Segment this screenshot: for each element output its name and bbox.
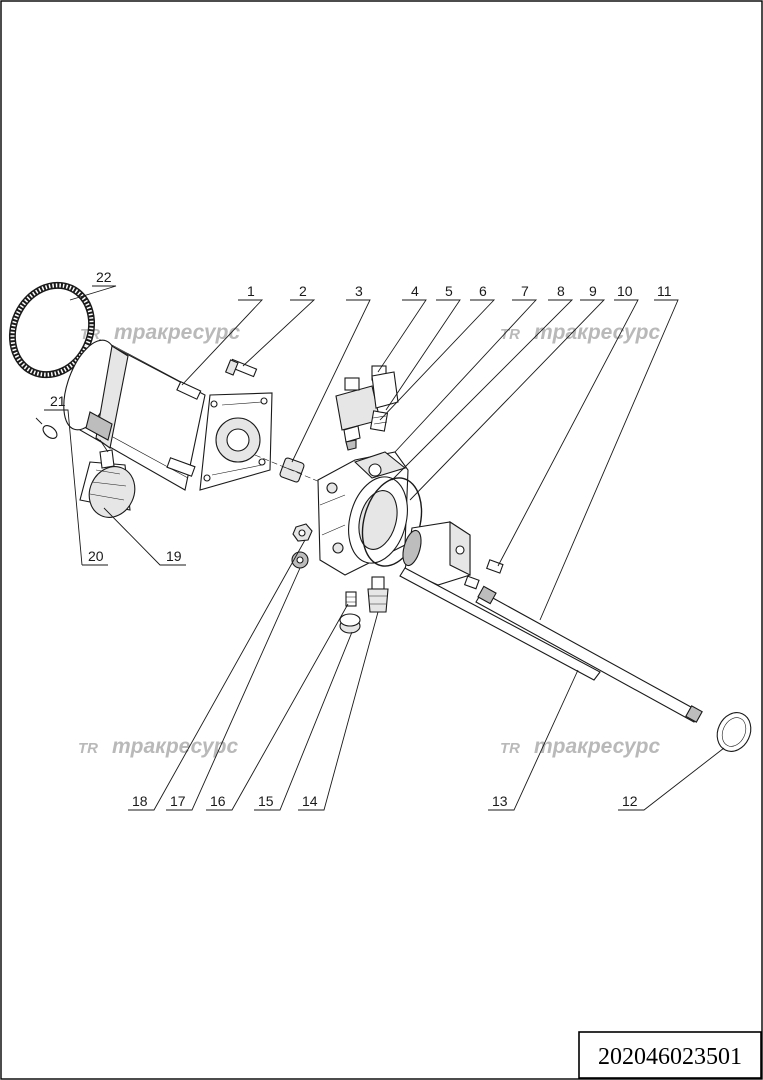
- part-22-clamp-ring: [8, 281, 96, 379]
- drawing-number-box: 202046023501: [578, 1031, 762, 1079]
- callout-17: 17: [170, 793, 186, 809]
- part-2-bolt: [224, 358, 258, 378]
- watermark-bottom-right: TR тракресурс: [500, 735, 660, 758]
- part-17-plug: [291, 551, 309, 569]
- watermark-bottom-left: TR тракресурс: [78, 735, 238, 758]
- svg-text:тракресурс: тракресурс: [112, 735, 238, 758]
- watermark-top-right: TR тракресурс: [500, 321, 660, 344]
- callout-6: 6: [479, 283, 487, 299]
- callout-4: 4: [411, 283, 419, 299]
- callout-13: 13: [492, 793, 508, 809]
- callout-8: 8: [557, 283, 565, 299]
- part-15-plug: [339, 613, 361, 634]
- callout-9: 9: [589, 283, 597, 299]
- callout-11: 11: [657, 283, 672, 299]
- callout-7: 7: [521, 283, 529, 299]
- svg-text:TR: TR: [500, 740, 520, 757]
- part-6-valve-nut: [369, 410, 389, 432]
- callout-18: 18: [132, 793, 148, 809]
- part-3-coupling-sleeve: [279, 457, 305, 483]
- callout-2: 2: [299, 283, 307, 299]
- part-19-relay-bracket: [79, 439, 136, 518]
- part-10-gear-pump: [402, 520, 504, 590]
- part-4-solenoid-valve: [335, 365, 399, 451]
- callout-22: 22: [96, 269, 112, 285]
- svg-text:тракресурс: тракресурс: [114, 321, 240, 344]
- part-11-suction-tube: [475, 585, 703, 723]
- svg-text:TR: TR: [500, 326, 520, 343]
- callout-14: 14: [302, 793, 318, 809]
- leader-lines: [44, 285, 725, 811]
- part-12-filter-disc: [716, 712, 752, 752]
- callout-19: 19: [166, 548, 182, 564]
- part-14-fitting: [367, 576, 389, 613]
- callout-15: 15: [258, 793, 274, 809]
- callout-3: 3: [355, 283, 363, 299]
- callout-5: 5: [445, 283, 453, 299]
- callout-12: 12: [622, 793, 638, 809]
- part-21-connector: [35, 417, 58, 439]
- part-16-screw: [345, 591, 357, 607]
- part-18-nut: [292, 523, 313, 542]
- callout-10: 10: [617, 283, 633, 299]
- callout-numbers: 1 2 3 4 5 6 7 8 9 10 11 12 13 14 15 16 1…: [50, 269, 672, 809]
- svg-text:тракресурс: тракресурс: [534, 321, 660, 344]
- callout-20: 20: [88, 548, 104, 564]
- drawing-number: 202046023501: [598, 1044, 742, 1070]
- callout-16: 16: [210, 793, 226, 809]
- part-1-electric-motor: [63, 339, 273, 491]
- callout-1: 1: [247, 283, 255, 299]
- svg-text:тракресурс: тракресурс: [534, 735, 660, 758]
- svg-text:TR: TR: [78, 740, 98, 757]
- part-13-return-tube: [399, 567, 601, 681]
- callout-21: 21: [50, 393, 66, 409]
